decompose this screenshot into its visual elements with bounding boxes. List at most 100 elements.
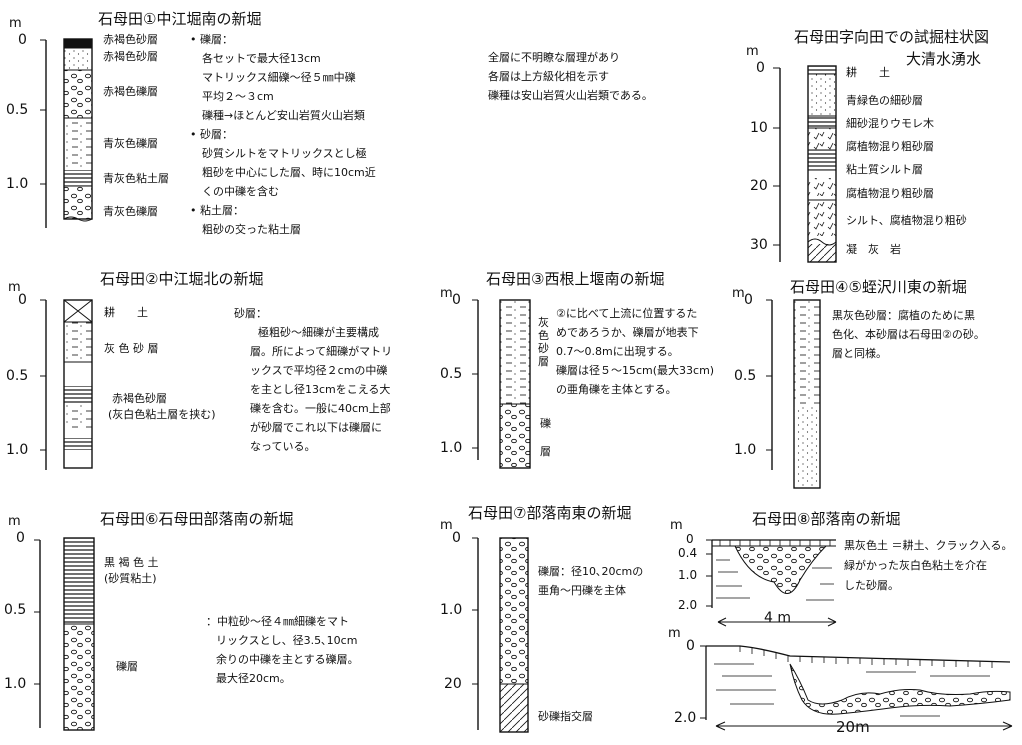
- note-line: の亜角礫を主体とする。: [556, 383, 677, 396]
- note-line: 粗砂を中心にした層、時に10cm近: [202, 166, 376, 179]
- tick-p45-05: 0.5: [734, 368, 757, 384]
- tick-p45-10: 1.0: [734, 442, 757, 458]
- notes-p3: ②に比べて上流に位置するた めであろうか、礫層が地表下 0.7～0.8mに出現す…: [556, 304, 714, 399]
- notes-p7: 礫層：径10､20cmの 亜角～円礫を主体: [538, 562, 643, 600]
- panel-title-p45: 石母田④⑤蛭沢川東の新堀: [790, 278, 967, 296]
- note-line: 礫種は安山岩質火山岩類である。: [488, 89, 653, 102]
- axis-unit-p6: m: [8, 514, 21, 529]
- layer-label-p1-2: 赤褐色砂層: [103, 50, 158, 63]
- panel-title-p8: 石母田⑧部落南の新堀: [752, 510, 901, 528]
- note-line: ：中粒砂～径４㎜細礫をマト: [206, 615, 349, 628]
- scale-label-p8-bottom: 20m: [836, 718, 870, 736]
- note-line: 黒灰色土 ＝耕土、クラック入る。: [844, 539, 1013, 552]
- column-p9: [773, 65, 837, 263]
- note-line: 礫種→ほとんど安山岩質火山岩類: [202, 109, 365, 122]
- layer-label-p2-3: 赤褐色砂層: [112, 392, 167, 405]
- layer-label-p2-1: 耕 土: [104, 306, 148, 319]
- layer-label-p9-5: 粘土質シルト層: [846, 163, 923, 176]
- layer-label-p9-2: 青緑色の細砂層: [846, 94, 923, 107]
- note-line: 全層に不明瞭な層理があり: [488, 51, 620, 64]
- note-line: 砂質シルトをマトリックスとし極: [202, 147, 367, 160]
- layer-label-p6-top-1: 黒 褐 色 土: [104, 556, 159, 569]
- tick-p1-10: 1.0: [6, 176, 29, 192]
- note-line: • 礫層：: [190, 33, 233, 46]
- panel-title-p6: 石母田⑥石母田部落南の新堀: [100, 510, 294, 528]
- section-p8-top: [706, 539, 837, 627]
- note-line: めであろうか、礫層が地表下: [556, 326, 699, 339]
- notes-p8: 黒灰色土 ＝耕土、クラック入る。 緑がかった灰白色粘土を介在 した砂層。: [844, 536, 1013, 596]
- note-line: • 砂層：: [190, 128, 233, 141]
- layer-label-p2-2: 灰 色 砂 層: [104, 342, 159, 355]
- tick-p8-bottom-20: 2.0: [674, 710, 697, 726]
- axis-unit-p8-top: m: [670, 518, 683, 533]
- tick-p6-10: 1.0: [4, 676, 27, 692]
- note-line: 砂層：: [234, 307, 267, 320]
- axis-unit-p7: m: [440, 518, 453, 533]
- section-p8-bottom: [700, 645, 1013, 731]
- column-p6: [34, 537, 95, 731]
- layer-label-p9-1: 耕 土: [846, 66, 890, 79]
- layer-label-p3-sand: 灰色砂層: [538, 316, 549, 368]
- layer-label-p9-8: 凝 灰 岩: [846, 243, 901, 256]
- tick-p2-05: 0.5: [6, 368, 29, 384]
- note-line: 各セットで最大径13cm: [202, 52, 321, 65]
- notes-p2: 砂層： 極粗砂～細礫が主要構成 層。所によって細礫がマトリ ックスで平均径２cm…: [234, 304, 392, 456]
- note-line: リックスとし、径3.5､10cm: [216, 634, 358, 647]
- note-line: 各層は上方級化相を示す: [488, 70, 609, 83]
- axis-unit-p45: m: [732, 286, 745, 301]
- notes-p1: • 礫層： 各セットで最大径13cm マトリックス細礫～径５㎜中礫 平均２～３c…: [190, 30, 376, 239]
- column-p45: [766, 299, 821, 489]
- tick-p7-10: 1.0: [440, 602, 463, 618]
- note-line: 最大径20cm。: [216, 672, 291, 685]
- tick-p8-top-20: 2.0: [678, 598, 698, 612]
- note-line: 極粗砂～細礫が主要構成: [258, 326, 379, 339]
- notes-p45: 黒灰色砂層：腐植のために黒 色化、本砂層は石母田②の砂。 層と同様。: [832, 306, 985, 363]
- note-line: 亜角～円礫を主体: [538, 584, 626, 597]
- note-line: 層と同様。: [832, 347, 887, 360]
- layer-label-p1-3: 赤褐色礫層: [103, 85, 158, 98]
- tick-p9-0: 0: [756, 60, 765, 76]
- axis-unit-p1: m: [9, 16, 22, 31]
- tick-p7-0: 0: [452, 530, 461, 546]
- column-p3: [472, 299, 531, 469]
- layer-label-p2-4: (灰白色粘土層を挟む): [108, 408, 216, 421]
- tick-p6-0: 0: [16, 530, 25, 546]
- note-line: が砂層でこれ以下は礫層に: [250, 421, 382, 434]
- tick-p3-0: 0: [452, 292, 461, 308]
- general-note: 全層に不明瞭な層理があり 各層は上方級化相を示す 礫種は安山岩質火山岩類である。: [488, 48, 653, 105]
- column-p2: [40, 299, 93, 470]
- tick-p9-30: 30: [750, 237, 768, 253]
- panel-title-p9: 石母田字向田での試掘柱状図: [794, 28, 990, 46]
- layer-label-p1-1: 赤褐色砂層: [103, 33, 158, 46]
- note-line: 色化、本砂層は石母田②の砂。: [832, 328, 985, 341]
- note-line: マトリックス細礫～径５㎜中礫: [202, 71, 356, 84]
- note-line: ②に比べて上流に位置するた: [556, 307, 698, 320]
- panel-subtitle-p9: 大清水湧水: [906, 50, 982, 68]
- note-line: 平均２～３cm: [202, 90, 274, 103]
- axis-unit-p3: m: [440, 286, 453, 301]
- tick-p45-0: 0: [744, 292, 753, 308]
- note-line: 余りの中礫を主とする礫層。: [216, 653, 359, 666]
- column-p7: [472, 537, 529, 733]
- note-line: くの中礫を含む: [202, 185, 279, 198]
- layer-label-p9-6: 腐植物混り粗砂層: [846, 187, 934, 200]
- note-line: • 粘土層：: [190, 204, 244, 217]
- note-line: なっている。: [250, 440, 316, 453]
- note-line: 緑がかった灰白色粘土を介在: [844, 559, 987, 572]
- note-line: 黒灰色砂層：腐植のために黒: [832, 309, 975, 322]
- tick-p8-top-10: 1.0: [678, 568, 698, 582]
- layer-label-p3-gravel: 礫層: [540, 417, 551, 458]
- note-line: を主とし径13cmをこえる大: [250, 383, 391, 396]
- tick-p3-05: 0.5: [440, 366, 463, 382]
- note-line: 粗砂の交った粘土層: [202, 223, 301, 236]
- layer-label-p9-7: シルト、腐植物混り粗砂: [846, 214, 967, 227]
- tick-p8-top-04: 0.4: [678, 546, 698, 560]
- layer-label-p1-6: 青灰色礫層: [103, 205, 158, 218]
- tick-p1-0: 0: [18, 32, 27, 48]
- panel-title-p1: 石母田①中江堀南の新堀: [98, 10, 262, 28]
- tick-p2-10: 1.0: [6, 442, 29, 458]
- layer-label-p9-4: 腐植物混り粗砂層: [846, 140, 934, 153]
- layer-label-p9-3: 細砂混りウモレ木: [846, 117, 934, 130]
- note-line: 礫層は径５～15cm(最大33cm): [556, 364, 715, 377]
